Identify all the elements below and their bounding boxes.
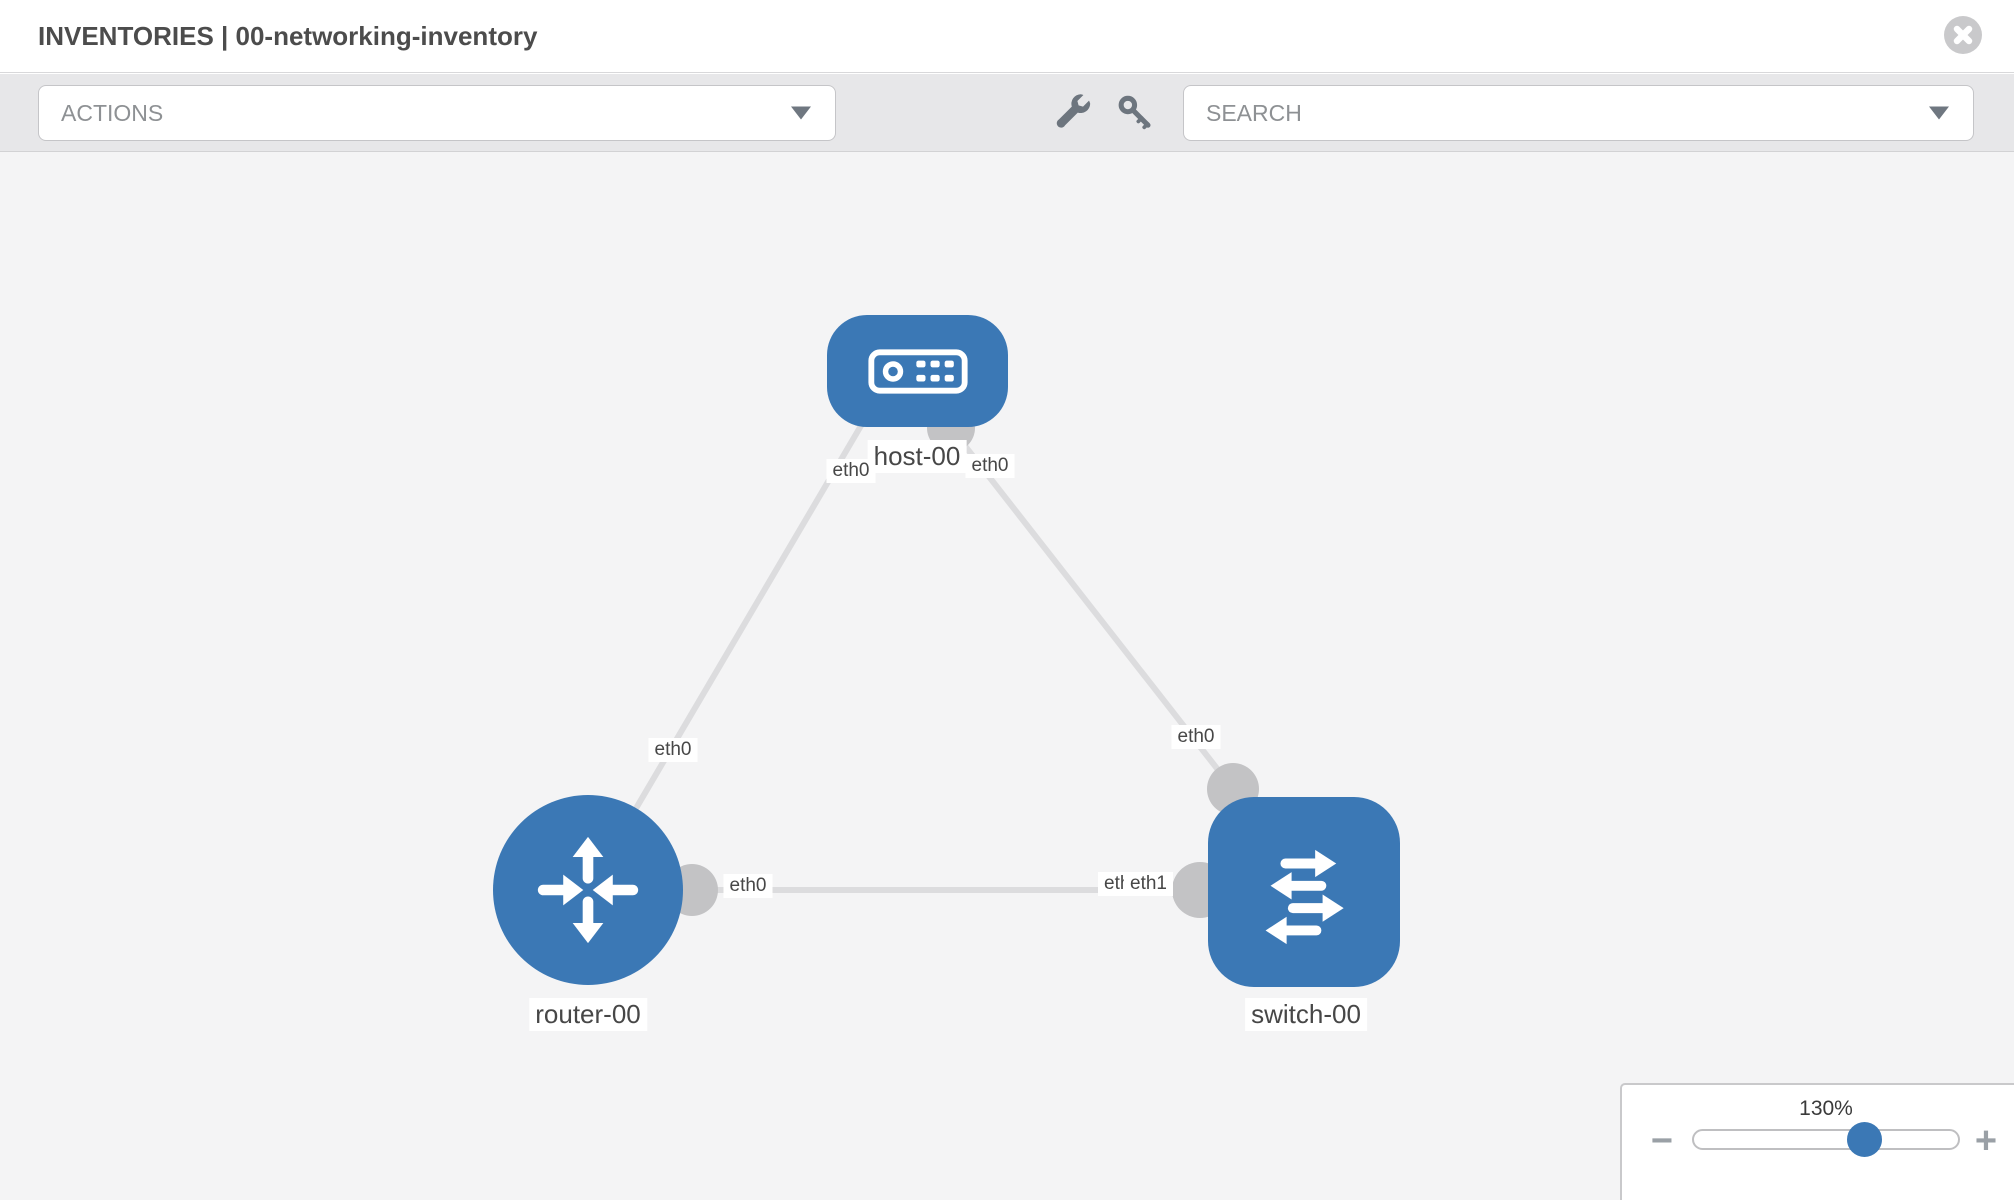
page-header: INVENTORIES | 00-networking-inventory — [0, 0, 2014, 73]
credentials-button[interactable] — [1113, 91, 1157, 135]
switch-icon — [1265, 849, 1344, 945]
close-icon — [1953, 25, 1973, 45]
interface-label-switch-port: eth1 — [1124, 872, 1173, 896]
zoom-in-button[interactable]: + — [1974, 1119, 1998, 1162]
zoom-level-label: 130% — [1799, 1097, 1853, 1120]
topology-canvas[interactable]: host-00 router-00 switch-00 eth0 eth0 et… — [0, 152, 2014, 1200]
interface-label-host-switch-link: eth0 — [1171, 725, 1221, 749]
topology-links — [585, 422, 1236, 893]
interface-label-host-router-link: eth0 — [648, 738, 698, 762]
page-title: INVENTORIES | 00-networking-inventory — [38, 21, 538, 51]
zoom-panel: 130% − + — [1620, 1083, 2014, 1200]
node-switch-00[interactable] — [1208, 797, 1400, 987]
node-label-router: router-00 — [529, 998, 647, 1031]
configure-button[interactable] — [1051, 91, 1095, 135]
node-label-host: host-00 — [867, 440, 967, 473]
search-dropdown[interactable]: SEARCH — [1183, 85, 1974, 141]
node-host-00[interactable] — [827, 315, 1008, 427]
node-label-switch: switch-00 — [1245, 998, 1367, 1031]
router-icon — [537, 836, 639, 944]
host-icon — [867, 348, 968, 394]
interface-label-host-left: eth0 — [826, 459, 876, 483]
actions-dropdown[interactable]: ACTIONS — [38, 85, 836, 141]
zoom-slider-track[interactable] — [1692, 1129, 1960, 1150]
node-router-00[interactable] — [493, 795, 683, 985]
zoom-slider-thumb[interactable] — [1847, 1122, 1882, 1157]
close-button[interactable] — [1944, 16, 1982, 54]
chevron-down-icon — [791, 106, 811, 120]
zoom-out-button[interactable]: − — [1650, 1119, 1674, 1162]
interface-label-host-right: eth0 — [965, 454, 1015, 478]
wrench-icon — [1056, 94, 1091, 128]
toolbar: ACTIONS SEARCH — [0, 74, 2014, 152]
actions-dropdown-label: ACTIONS — [61, 99, 164, 126]
interface-label-router-port: eth0 — [723, 874, 773, 898]
search-dropdown-label: SEARCH — [1206, 99, 1302, 126]
chevron-down-icon — [1929, 106, 1949, 120]
key-icon — [1118, 95, 1151, 130]
